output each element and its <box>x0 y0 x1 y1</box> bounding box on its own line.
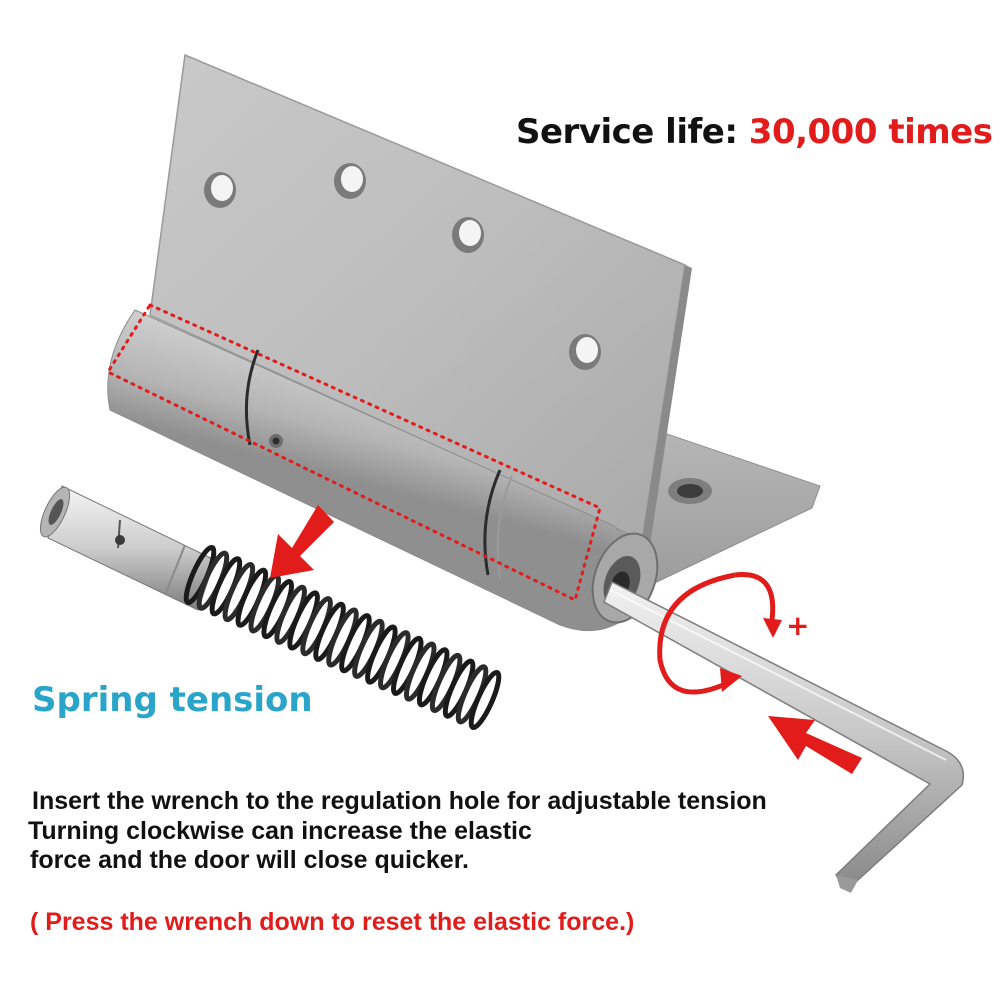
hinge-image <box>107 53 821 632</box>
spring-tension-label: Spring tension <box>32 680 313 720</box>
service-life-text: Service life: 30,000 times <box>516 112 993 152</box>
description-line-3: force and the door will close quicker. <box>30 846 470 874</box>
plus-sign: + <box>786 609 809 642</box>
reset-note: ( Press the wrench down to reset the ela… <box>30 908 635 936</box>
hinge-barrel <box>107 309 659 632</box>
arrow-icon <box>270 505 334 578</box>
spring-image <box>183 544 502 731</box>
insert-arrow-icon <box>768 716 862 774</box>
screw-holes <box>204 163 601 370</box>
pin-image <box>39 485 216 611</box>
rotation-arrow-icon <box>657 572 782 695</box>
highlight-outline <box>105 303 602 603</box>
description-line-1: Insert the wrench to the regulation hole… <box>32 787 767 815</box>
description-line-2: Turning clockwise can increase the elast… <box>28 817 532 845</box>
spring-coil-turn <box>468 669 502 731</box>
service-life-label: Service life: <box>516 112 738 152</box>
service-life-value: 30,000 times <box>748 112 993 152</box>
